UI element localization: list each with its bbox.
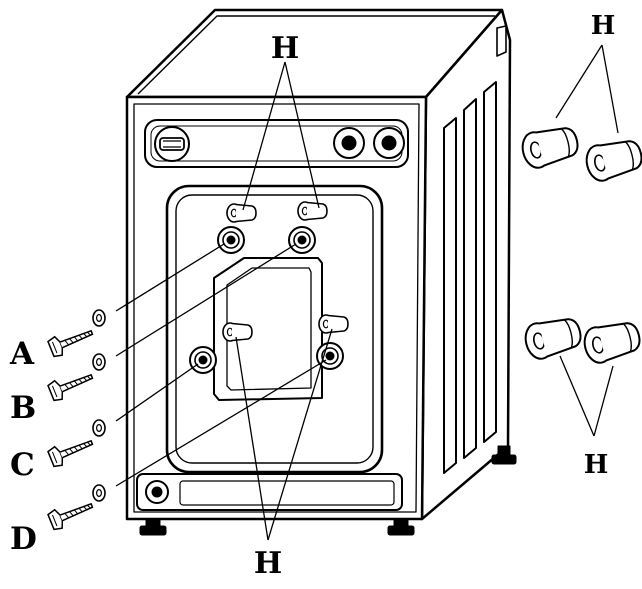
washing-machine	[125, 8, 517, 536]
inlet-port-2	[373, 127, 405, 159]
label-c: C	[10, 447, 35, 483]
inlet-fitting	[154, 126, 190, 162]
label-d: D	[10, 521, 37, 557]
label-h-top-right: H	[591, 11, 616, 41]
label-h-top: H	[271, 31, 299, 66]
leader-lines	[115, 44, 619, 541]
label-h-bottom-right: H	[584, 450, 609, 480]
label-a: A	[9, 336, 35, 372]
bolt-set-c	[46, 419, 106, 470]
machine-feet	[139, 445, 517, 536]
loose-transit-plugs	[518, 121, 642, 367]
bolt-set-a	[46, 309, 106, 360]
bottom-strip	[136, 473, 403, 511]
label-h-bottom: H	[254, 546, 282, 581]
diagram-labels: H H H H A B C D	[9, 11, 615, 581]
bolt-set-b	[46, 353, 106, 404]
inlet-port-1	[333, 127, 365, 159]
label-b: B	[10, 390, 36, 426]
bolt-set-d	[46, 484, 106, 533]
